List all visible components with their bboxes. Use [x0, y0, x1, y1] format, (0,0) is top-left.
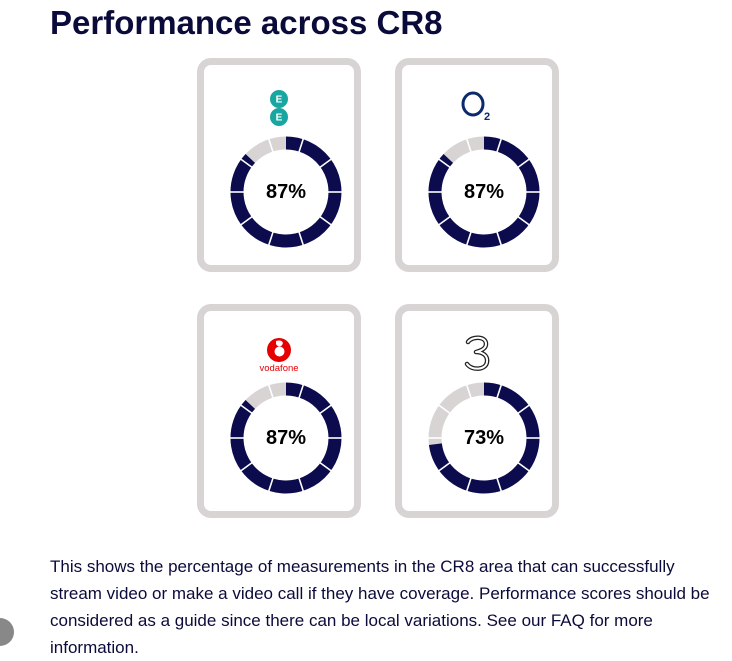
donut-segment-divider — [437, 215, 451, 226]
donut-segment-divider — [298, 138, 305, 153]
donut-segment-divider — [239, 404, 253, 415]
percentage-label-ee: 87% — [265, 180, 307, 203]
donut-segment-divider — [465, 384, 472, 399]
donut-segment-divider — [496, 384, 503, 399]
donut-segment-divider — [298, 477, 305, 492]
svg-text:E: E — [276, 95, 283, 106]
donut-segment-divider — [319, 158, 333, 169]
donut-segment-divider — [319, 461, 333, 472]
donut-segment-divider — [298, 384, 305, 399]
donut-segment-divider — [437, 461, 451, 472]
operator-card-vodafone: vodafone 87% — [197, 304, 361, 518]
donut-segment-divider — [298, 231, 305, 246]
svg-text:2: 2 — [484, 111, 490, 123]
svg-text:vodafone: vodafone — [259, 363, 298, 373]
donut-segment-divider — [239, 158, 253, 169]
donut-segment-divider — [465, 231, 472, 246]
donut-segment-divider — [437, 404, 451, 415]
donut-segment-divider — [267, 138, 274, 153]
donut-segment-divider — [319, 215, 333, 226]
vodafone-logo-icon: vodafone — [204, 335, 354, 375]
donut-value-arc — [230, 136, 342, 248]
donut-segment-divider — [465, 477, 472, 492]
donut-segment-divider — [517, 158, 531, 169]
percentage-label-o2: 87% — [463, 180, 505, 203]
ee-logo-icon: E E — [204, 89, 354, 129]
donut-value-arc — [428, 136, 540, 248]
donut-segment-divider — [517, 461, 531, 472]
donut-segment-divider — [267, 231, 274, 246]
donut-segment-divider — [239, 215, 253, 226]
donut-value-arc — [428, 382, 540, 494]
o2-logo-icon: 2 — [402, 89, 552, 129]
three-logo-icon — [402, 335, 552, 375]
operator-card-o2: 2 87% — [395, 58, 559, 272]
donut-segment-divider — [496, 477, 503, 492]
svg-text:E: E — [276, 113, 283, 124]
operator-card-three: 73% — [395, 304, 559, 518]
performance-donut-ee — [229, 136, 343, 248]
scroll-corner-indicator — [0, 618, 14, 646]
operator-card-ee: E E 87% — [197, 58, 361, 272]
description-text: This shows the percentage of measurement… — [50, 557, 710, 657]
donut-segment-divider — [496, 138, 503, 153]
donut-segment-divider — [239, 461, 253, 472]
donut-segment-divider — [517, 215, 531, 226]
donut-segment-divider — [496, 231, 503, 246]
percentage-label-three: 73% — [463, 426, 505, 449]
donut-value-arc — [230, 382, 342, 494]
donut-segment-divider — [465, 138, 472, 153]
page-title: Performance across CR8 — [50, 4, 443, 41]
donut-segment-divider — [267, 384, 274, 399]
donut-segment-divider — [267, 477, 274, 492]
donut-segment-divider — [319, 404, 333, 415]
donut-segment-divider — [437, 158, 451, 169]
percentage-label-vodafone: 87% — [265, 426, 307, 449]
performance-donut-three — [427, 382, 541, 494]
performance-donut-o2 — [427, 136, 541, 248]
performance-donut-vodafone — [229, 382, 343, 494]
donut-segment-divider — [517, 404, 531, 415]
